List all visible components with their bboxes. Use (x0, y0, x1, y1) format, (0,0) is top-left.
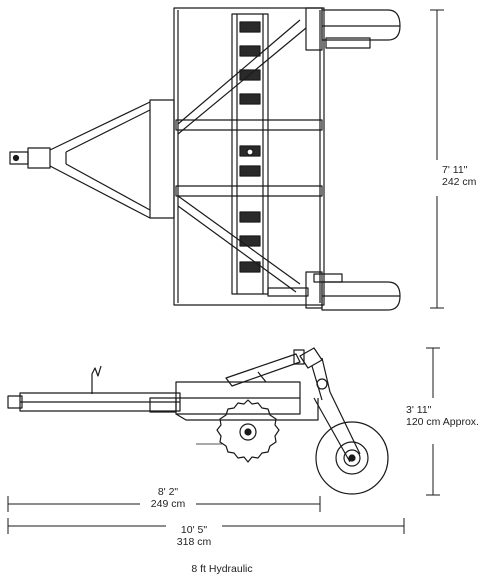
deck-length-metric: 249 cm (150, 498, 186, 510)
wheel-arm (299, 347, 361, 463)
height-dimension-line (426, 347, 440, 496)
overall-length-metric: 318 cm (176, 536, 212, 548)
bottom-wheel-housing (267, 271, 401, 311)
top-wheel-housing (305, 7, 401, 51)
width-label: 7' 11" 242 cm (442, 164, 476, 188)
deck-length-label: 8' 2" 249 cm (151, 486, 185, 510)
overall-length-label: 10' 5" 318 cm (177, 524, 211, 548)
deck-length-imperial: 8' 2" (157, 486, 179, 498)
jack-stand (91, 365, 102, 394)
rotor-column (231, 13, 269, 295)
caption: 8 ft Hydraulic (191, 563, 253, 575)
height-imperial: 3' 11" (406, 404, 432, 416)
overall-length-dimension-line (7, 518, 405, 534)
width-metric: 242 cm (442, 176, 477, 188)
top-view (9, 7, 444, 311)
width-dimension-line (430, 9, 444, 309)
hydraulic-cylinder (225, 349, 305, 387)
width-imperial: 7' 11" (442, 164, 468, 176)
height-label: 3' 11" 120 cm Approx. (406, 404, 479, 428)
hitch-drawbar (9, 99, 175, 219)
large-wheel (315, 421, 389, 495)
overall-length-imperial: 10' 5" (180, 524, 208, 536)
side-view (7, 347, 440, 534)
sprocket-wheel (216, 399, 280, 463)
deck-length-dimension-line (7, 496, 321, 512)
height-metric: 120 cm Approx. (406, 416, 479, 428)
